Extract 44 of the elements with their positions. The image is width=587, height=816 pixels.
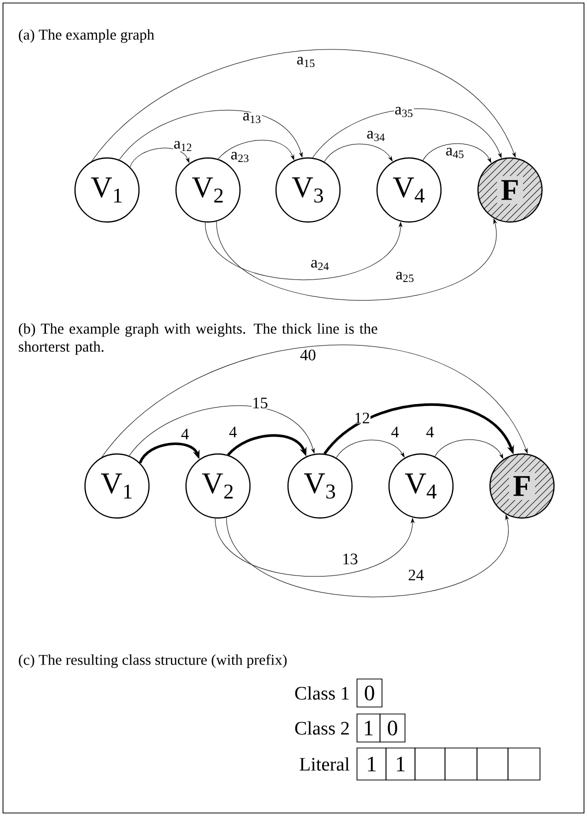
edge-label: 24	[408, 569, 424, 581]
edge-label: 12	[354, 412, 370, 424]
section-caption: (a) The example graph	[18, 29, 154, 43]
arrow	[216, 218, 497, 301]
arrow	[324, 144, 393, 162]
section-caption: (c) The resulting class structure (with prefix)	[18, 654, 287, 668]
arrow	[130, 148, 190, 168]
row-label: Class 1	[295, 686, 349, 700]
bit-cell: 0	[356, 678, 382, 708]
arrow	[324, 403, 514, 455]
edge-label: 13	[342, 553, 358, 565]
edge-label: a$_{24}$	[310, 259, 330, 271]
row-label: Literal	[300, 757, 350, 771]
edge-label: a$_{25}$	[395, 271, 415, 283]
edge-label: 4	[228, 426, 238, 438]
arrow	[118, 110, 303, 160]
edge-label: a$_{15}$	[296, 56, 316, 68]
bit-cell: 1	[356, 748, 386, 780]
arrow	[226, 514, 509, 598]
edge-label: 4	[390, 426, 400, 438]
edge-label: 40	[300, 349, 316, 361]
bit-cell: 0	[380, 714, 406, 742]
arrow	[336, 440, 405, 458]
edge-label: 4	[426, 426, 434, 438]
row-label: Class 2	[295, 721, 349, 735]
edge-label: a$_{34}$	[366, 130, 386, 142]
edge-label: a$_{45}$	[445, 147, 465, 159]
edge-label: a$_{35}$	[394, 106, 414, 118]
bit-cell: 1	[386, 748, 416, 780]
edge-label: 15	[252, 397, 268, 409]
arrow	[101, 344, 528, 458]
arrow	[128, 406, 315, 456]
arrow	[422, 143, 492, 163]
edge-label: a$_{12}$	[173, 140, 193, 152]
edge-label: 4	[180, 428, 190, 440]
arrow	[312, 108, 502, 158]
arrow	[138, 442, 200, 464]
arrow	[214, 518, 414, 577]
arrow	[204, 222, 402, 280]
bit-cell: 1	[356, 714, 380, 742]
arrow	[91, 49, 516, 162]
edge-label: a$_{13}$	[242, 112, 262, 124]
arrow	[218, 140, 294, 160]
arrow	[434, 439, 504, 459]
